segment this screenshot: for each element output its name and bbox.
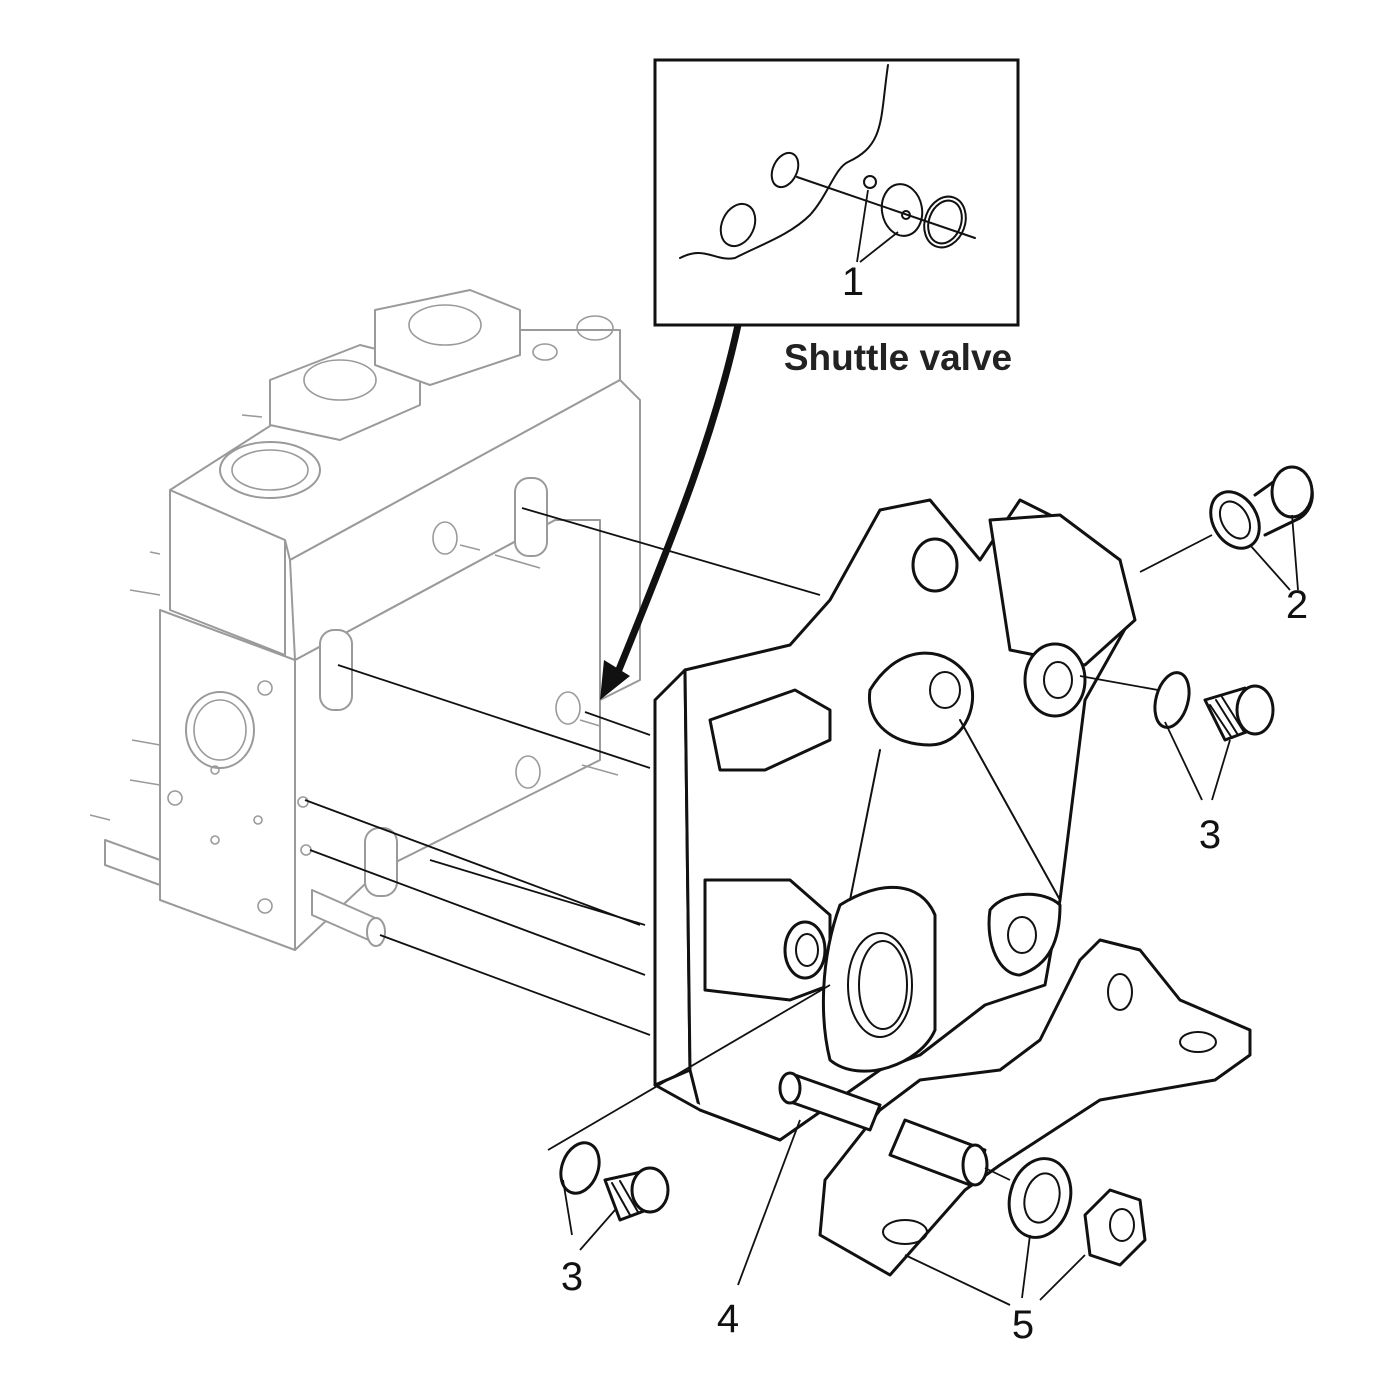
callout-3-left: 3 <box>561 1255 583 1299</box>
callout-1: 1 <box>842 260 864 304</box>
shuttle-valve-inset <box>653 58 1020 327</box>
part-5-stud-washer-nut <box>888 1118 1147 1267</box>
callout-4: 4 <box>717 1297 739 1341</box>
part-3-plug-and-seal-left <box>559 1141 670 1222</box>
assembly-lines <box>304 507 821 1036</box>
part-2-plug-and-seal <box>1209 465 1314 550</box>
part-3-plug-and-seal-right <box>1153 671 1275 742</box>
inset-arrowhead <box>600 660 630 700</box>
inset-title: Shuttle valve <box>784 337 1012 378</box>
callout-5: 5 <box>1012 1303 1034 1347</box>
mounting-plate <box>818 938 1252 1277</box>
callout-3-right: 3 <box>1199 813 1221 857</box>
valve-bracket <box>653 498 1137 1142</box>
part-4-pin <box>778 1071 882 1132</box>
callout-2: 2 <box>1286 583 1308 627</box>
inset-arrow <box>614 324 742 674</box>
control-valve-block <box>89 289 641 951</box>
